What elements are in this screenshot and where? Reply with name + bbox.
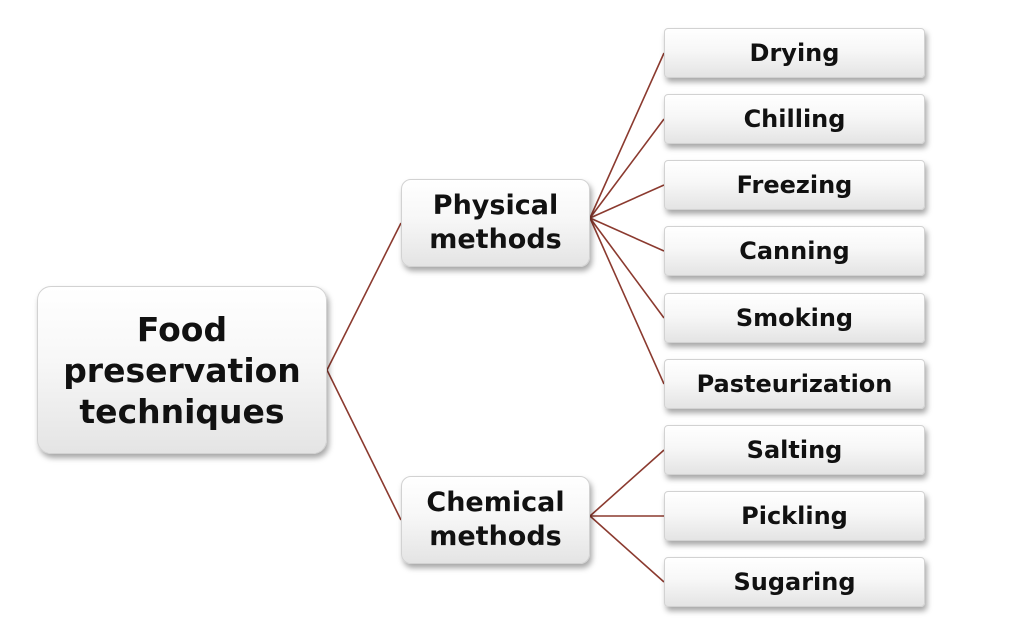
leaf-label: Canning (739, 237, 850, 265)
leaf-label: Salting (746, 436, 843, 464)
physical-methods-node: Physical methods (401, 179, 590, 267)
leaf-node-chilling: Chilling (664, 94, 925, 144)
leaf-label: Freezing (736, 171, 853, 199)
leaf-node-salting: Salting (664, 425, 925, 475)
connector-root-physical (326, 222, 402, 371)
connector-root-chemical (326, 369, 402, 521)
connector-physical-freezing (589, 184, 665, 219)
leaf-node-freezing: Freezing (664, 160, 925, 210)
chemical-methods-label: Chemical methods (426, 487, 565, 552)
connector-physical-pasteurization (589, 217, 665, 385)
root-node: Food preservation techniques (37, 286, 327, 454)
connector-physical-chilling (589, 118, 665, 219)
leaf-node-canning: Canning (664, 226, 925, 276)
leaf-node-smoking: Smoking (664, 293, 925, 343)
leaf-node-drying: Drying (664, 28, 925, 78)
leaf-label: Pasteurization (696, 370, 893, 398)
chemical-methods-node: Chemical methods (401, 476, 590, 564)
connector-physical-canning (589, 217, 665, 252)
leaf-node-sugaring: Sugaring (664, 557, 925, 607)
leaf-label: Chilling (743, 105, 846, 133)
physical-methods-label: Physical methods (429, 190, 562, 255)
leaf-label: Drying (749, 39, 840, 67)
leaf-label: Sugaring (733, 568, 856, 596)
leaf-node-pasteurization: Pasteurization (664, 359, 925, 409)
connector-chemical-salting (589, 449, 665, 517)
leaf-label: Smoking (735, 304, 854, 332)
connector-physical-smoking (589, 217, 665, 319)
leaf-label: Pickling (741, 502, 848, 530)
connector-physical-drying (589, 52, 665, 219)
connector-chemical-sugaring (589, 515, 665, 583)
leaf-node-pickling: Pickling (664, 491, 925, 541)
root-node-label: Food preservation techniques (63, 309, 301, 431)
